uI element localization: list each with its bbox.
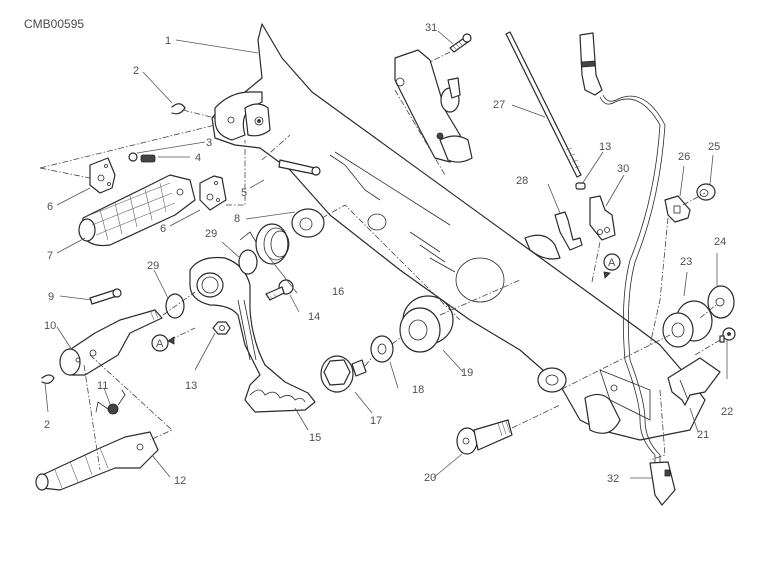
callout-15: 15	[309, 432, 321, 444]
circlip-part-2-upper	[171, 103, 186, 115]
callout-6-right: 6	[160, 223, 166, 235]
stop-light-switch-part-32	[579, 32, 676, 506]
master-cylinder	[394, 49, 473, 176]
circlip-part-2-lower	[41, 374, 55, 384]
brake-pedal-part-15	[189, 256, 316, 413]
callout-19: 19	[461, 367, 473, 379]
screw-part-31	[429, 33, 472, 63]
callout-4: 4	[195, 152, 201, 164]
callout-13-upper: 13	[599, 141, 611, 153]
callout-10: 10	[44, 320, 56, 332]
callout-8: 8	[234, 213, 240, 225]
svg-text:A: A	[156, 338, 164, 350]
callout-32: 32	[607, 473, 619, 485]
callout-31: 31	[425, 22, 437, 34]
callout-12: 12	[174, 475, 186, 487]
callout-21: 21	[697, 429, 709, 441]
nut-part-13-lower	[212, 321, 231, 335]
callout-22: 22	[721, 406, 733, 418]
callout-28: 28	[516, 175, 528, 187]
nut-part-13-upper	[575, 182, 586, 190]
nut-part-25	[696, 183, 716, 201]
clip-part-28	[554, 211, 583, 251]
pin-part-9	[89, 288, 122, 305]
callout-6-left: 6	[47, 201, 53, 213]
rider-footpeg-part-7	[78, 174, 196, 247]
spring-part-11	[95, 389, 126, 415]
axis-line	[694, 339, 721, 356]
axis-line	[261, 134, 291, 161]
plate-part-6-left	[89, 157, 116, 194]
axis-line	[649, 217, 669, 346]
leader-lines	[44, 30, 728, 479]
pivot-shaft-part-10	[59, 308, 163, 376]
clevis-part-30	[589, 195, 616, 241]
callout-16: 16	[332, 286, 344, 298]
return-spring-part-16	[239, 223, 290, 265]
axis-line	[321, 204, 461, 321]
axis-line	[559, 334, 671, 391]
callout-17: 17	[370, 415, 382, 427]
svg-text:A: A	[608, 257, 616, 269]
axis-line	[39, 124, 246, 206]
axis-line	[364, 337, 401, 367]
washer-part-26	[664, 195, 691, 223]
push-rod-part-27	[505, 31, 582, 178]
bushing-part-19	[399, 295, 454, 353]
screw-part-22	[719, 327, 736, 343]
callout-20: 20	[424, 472, 436, 484]
detail-marker-a-right: A	[591, 241, 621, 283]
detail-marker-a-left: A	[151, 327, 196, 352]
axis-line	[83, 354, 173, 471]
callout-29-upper: 29	[205, 228, 217, 240]
callout-14: 14	[308, 311, 320, 323]
axis-line	[182, 109, 216, 119]
callout-3: 3	[206, 137, 212, 149]
plate-part-6-right	[199, 175, 227, 211]
diagram-reference-code: CMB00595	[24, 17, 85, 31]
axis-line	[511, 404, 561, 429]
frame-plate-part-1	[211, 23, 706, 441]
axis-line	[162, 291, 196, 316]
callout-29-lower: 29	[147, 260, 159, 272]
washer-part-18	[370, 335, 394, 363]
callout-7: 7	[47, 250, 53, 262]
washer-part-24	[707, 285, 735, 319]
callout-9: 9	[48, 291, 54, 303]
axis-line	[439, 279, 521, 316]
bolt-part-17	[320, 355, 367, 393]
callout-25: 25	[708, 141, 720, 153]
ball-part-3	[128, 152, 138, 162]
passenger-footpeg-part-12	[35, 431, 159, 491]
callout-13-lower: 13	[185, 380, 197, 392]
bracket-part-21	[667, 357, 721, 406]
callout-26: 26	[678, 151, 690, 163]
callout-11: 11	[97, 380, 108, 392]
axis-line	[682, 192, 706, 206]
callout-24: 24	[714, 236, 726, 248]
axis-line	[699, 304, 717, 319]
washer-part-8	[291, 208, 325, 238]
o-ring-part-29-upper	[238, 249, 258, 275]
pin-part-5	[278, 159, 321, 176]
callout-5: 5	[241, 187, 247, 199]
callout-labels: 1 2 3 4 5 6 6 7 8 9 10 11 12 13 13 14 15…	[44, 22, 733, 487]
screw-part-20	[456, 419, 513, 455]
callout-1: 1	[165, 35, 171, 47]
callout-27: 27	[493, 99, 505, 111]
callout-2-upper: 2	[133, 65, 139, 77]
callout-30: 30	[617, 163, 629, 175]
callout-23: 23	[680, 256, 692, 268]
callout-2-lower: 2	[44, 419, 50, 431]
spacer-part-23	[662, 300, 713, 348]
callout-18: 18	[412, 384, 424, 396]
spring-part-4	[140, 154, 156, 163]
